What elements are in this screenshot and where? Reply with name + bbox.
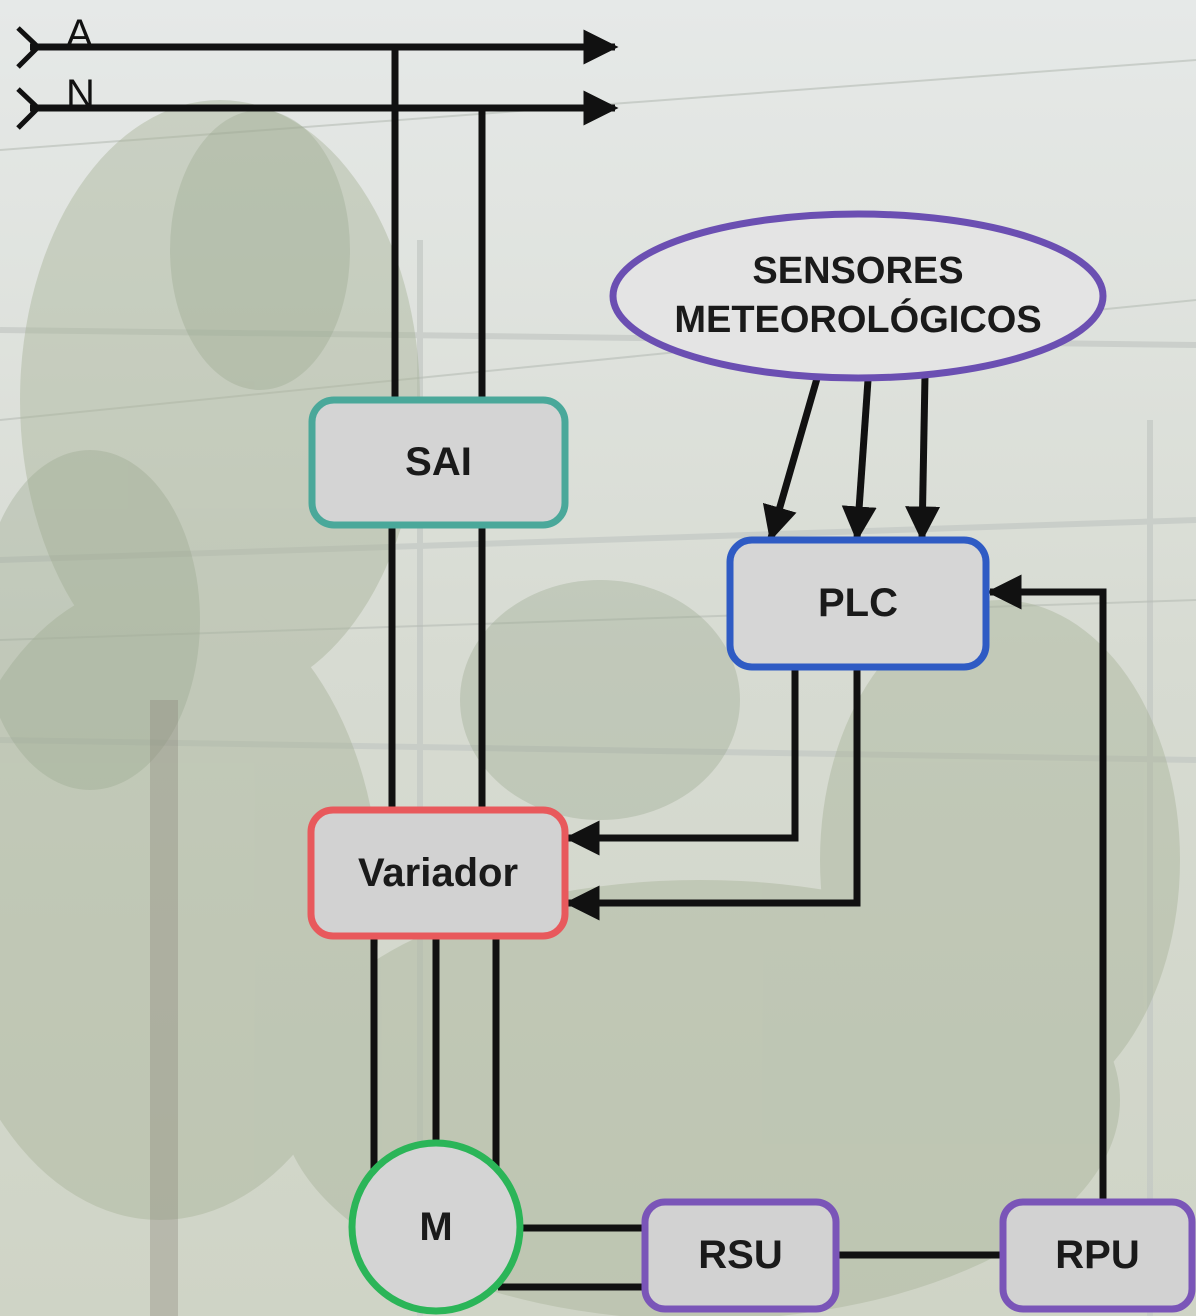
- rail-a-label: A: [66, 12, 93, 56]
- sai-label: SAI: [405, 440, 472, 484]
- motor-circle: [348, 1139, 524, 1315]
- motor-label: M: [419, 1204, 453, 1249]
- power-rails: [16, 26, 619, 130]
- signal-arrows: [564, 374, 1107, 1200]
- rsu-label: RSU: [698, 1233, 783, 1277]
- rsu-box: [641, 1198, 840, 1313]
- sensors-label-line1: SENSORES: [752, 249, 964, 292]
- plc-label: PLC: [818, 581, 898, 625]
- rail-n-label: N: [66, 72, 95, 116]
- wires: [370, 47, 1003, 1291]
- rpu-box: [999, 1198, 1196, 1313]
- rpu-label: RPU: [1055, 1233, 1140, 1277]
- sensors-label: SENSORES METEOROLÓGICOS: [613, 240, 1103, 352]
- rail-n-input-icon: [16, 87, 42, 130]
- sensors-label-line2: METEOROLÓGICOS: [674, 299, 1042, 341]
- nodes: [307, 210, 1196, 1315]
- rail-a-input-icon: [16, 26, 42, 69]
- plc-box: [726, 536, 990, 671]
- variador-box: [307, 806, 569, 940]
- sai-box: [308, 396, 569, 529]
- sensors-ellipse: [609, 210, 1107, 382]
- variador-label: Variador: [357, 850, 519, 895]
